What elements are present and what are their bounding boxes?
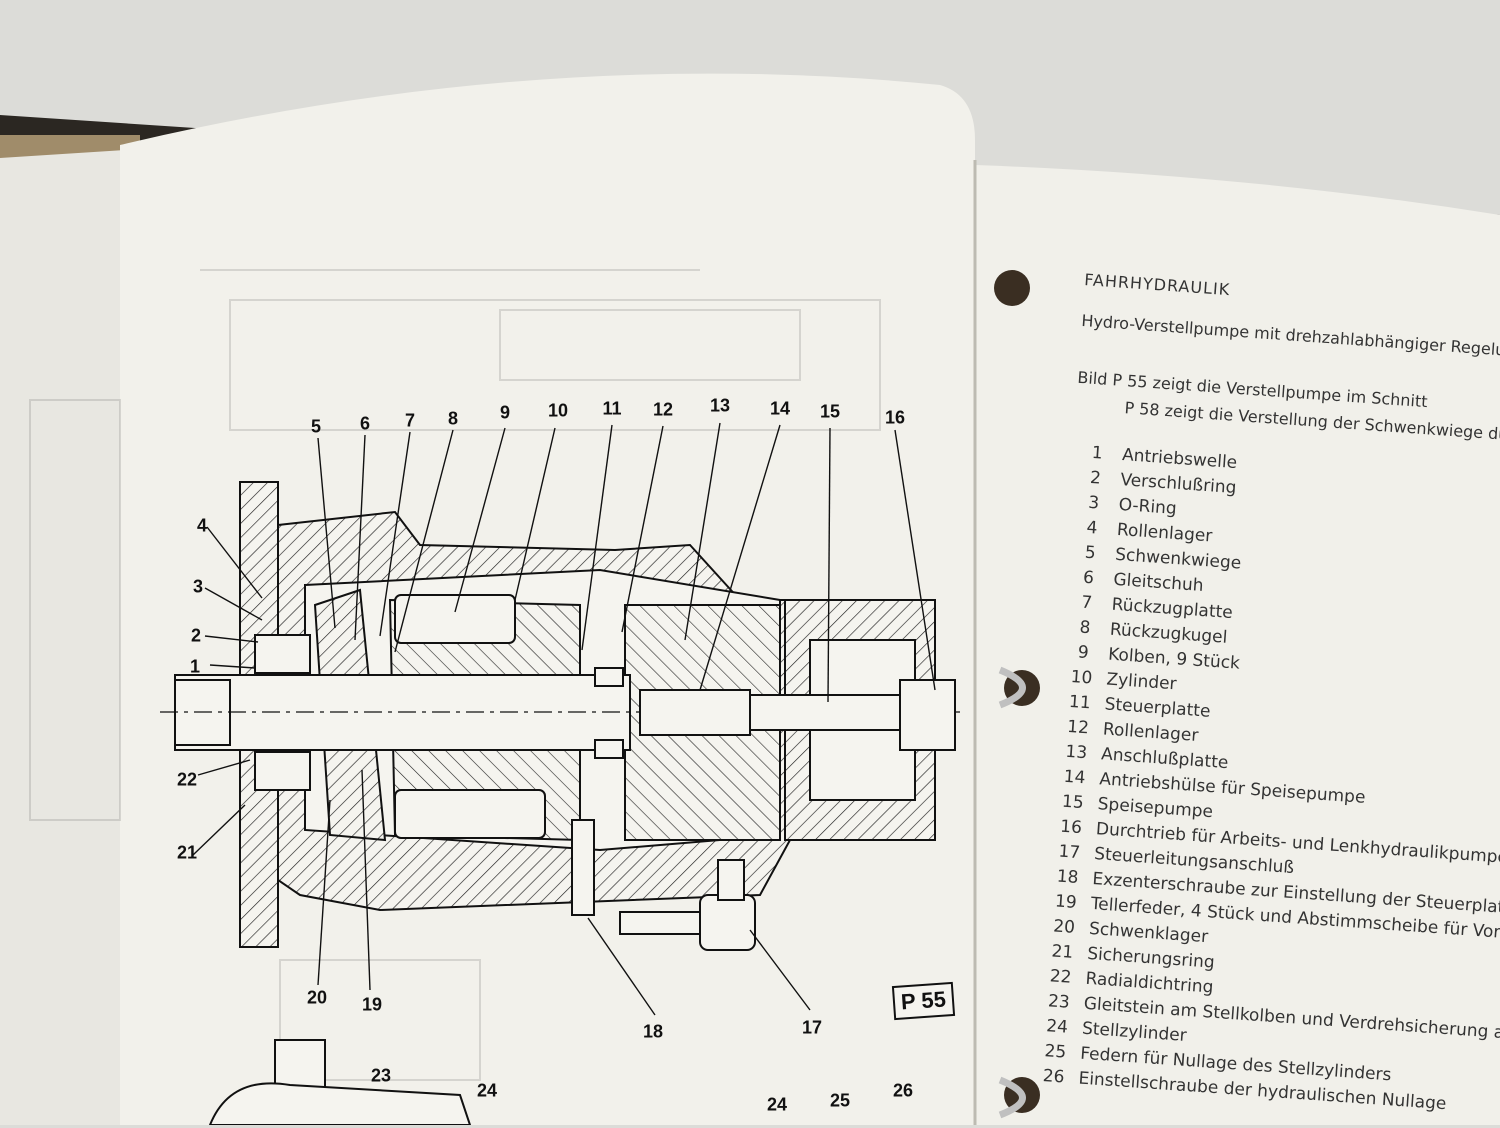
callout-12: 12 xyxy=(652,399,674,420)
part-number: 26 xyxy=(1042,1066,1066,1088)
callout-17: 17 xyxy=(801,1017,823,1038)
callout-20: 20 xyxy=(306,987,328,1008)
callout-13: 13 xyxy=(709,395,731,416)
part-number: 7 xyxy=(1080,592,1093,614)
part-number: 3 xyxy=(1087,492,1100,514)
callout-14: 14 xyxy=(769,398,791,419)
part-number: 20 xyxy=(1052,916,1076,938)
part-number: 2 xyxy=(1089,467,1102,489)
callout-7: 7 xyxy=(404,410,416,431)
part-number: 25 xyxy=(1043,1041,1067,1063)
part-number: 16 xyxy=(1059,816,1083,839)
part-number: 21 xyxy=(1050,941,1074,963)
callout-15: 15 xyxy=(819,401,841,422)
binder-rings xyxy=(994,270,1040,1119)
part-number: 8 xyxy=(1078,617,1092,639)
part-name: O-Ring xyxy=(1117,494,1178,519)
callout-16: 16 xyxy=(884,407,906,428)
part-number: 24 xyxy=(1045,1016,1069,1038)
callout-4: 4 xyxy=(196,515,208,536)
part-number: 15 xyxy=(1061,791,1085,814)
callout-3: 3 xyxy=(192,576,204,597)
part-number: 10 xyxy=(1070,667,1094,689)
part-number: 22 xyxy=(1049,966,1073,988)
callout-19: 19 xyxy=(361,994,383,1015)
figure-tag: P 55 xyxy=(891,981,955,1021)
right-page xyxy=(975,165,1500,1125)
part-number: 19 xyxy=(1054,891,1078,913)
callout-26: 26 xyxy=(892,1080,914,1101)
part-number: 23 xyxy=(1047,991,1071,1013)
part-number: 17 xyxy=(1057,841,1081,864)
page-subtitle: Hydro-Verstellpumpe mit drehzahlabhängig… xyxy=(1080,310,1500,361)
callout-1: 1 xyxy=(189,656,201,677)
part-number: 14 xyxy=(1063,766,1087,789)
left-page xyxy=(0,150,125,1125)
part-number: 18 xyxy=(1056,866,1080,888)
pump-cross-section xyxy=(160,481,960,1125)
part-number: 13 xyxy=(1064,741,1088,764)
callout-24a: 24 xyxy=(476,1080,498,1101)
part-name: Zylinder xyxy=(1105,669,1178,695)
callout-23: 23 xyxy=(370,1065,392,1086)
callout-21: 21 xyxy=(176,842,198,863)
part-number: 4 xyxy=(1085,517,1099,539)
callout-24b: 24 xyxy=(766,1094,788,1115)
callout-2: 2 xyxy=(190,625,202,646)
callout-11: 11 xyxy=(602,398,622,419)
leader-lines xyxy=(192,422,936,1016)
part-number: 5 xyxy=(1084,542,1097,564)
callout-9: 9 xyxy=(499,402,511,423)
callout-8: 8 xyxy=(447,408,459,429)
callout-18: 18 xyxy=(642,1021,664,1042)
part-number: 9 xyxy=(1077,642,1090,664)
part-number: 12 xyxy=(1066,716,1090,739)
callout-25: 25 xyxy=(829,1090,851,1111)
part-number: 1 xyxy=(1091,442,1104,464)
callout-6: 6 xyxy=(359,413,371,434)
part-number: 11 xyxy=(1068,691,1092,714)
part-number: 6 xyxy=(1082,567,1095,589)
callout-22: 22 xyxy=(176,769,198,790)
callout-10: 10 xyxy=(547,400,569,421)
callout-5: 5 xyxy=(310,416,322,437)
part-name: Antriebswelle xyxy=(1121,445,1238,474)
parts-legend-page: FAHRHYDRAULIK Hydro-Verstellpumpe mit dr… xyxy=(1028,270,1500,1119)
